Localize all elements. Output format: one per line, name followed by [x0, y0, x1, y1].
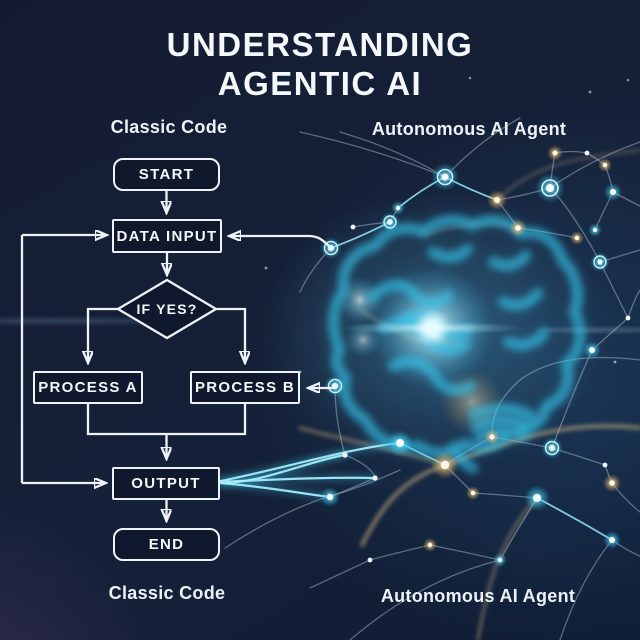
left-column-label-bottom: Classic Code [108, 583, 226, 603]
page-title: UNDERSTANDING AGENTIC AI [0, 25, 640, 103]
arrow-decision-to-process-a [88, 307, 118, 362]
flow-node-process-a: PROCESS A [33, 371, 143, 404]
flow-node-output: OUTPUT [112, 467, 220, 500]
flow-node-end: END [113, 528, 220, 561]
flow-node-end-label: END [148, 536, 185, 553]
decision-diamond [115, 278, 219, 340]
network-nodes [264, 76, 631, 567]
flow-node-start-label: START [138, 166, 195, 183]
right-column-label-top: Autonomous AI Agent [371, 119, 567, 139]
flow-node-data-input: DATA INPUT [112, 219, 222, 253]
right-column-label-bottom: Autonomous AI Agent [380, 586, 576, 606]
flow-node-process-b-label: PROCESS B [194, 379, 296, 396]
flow-node-decision-label: IF YES? [136, 301, 198, 317]
flow-node-start: START [113, 158, 220, 191]
arrow-decision-to-process-b [216, 307, 245, 362]
flow-node-process-b: PROCESS B [190, 371, 300, 404]
light-streaks [0, 318, 640, 332]
brain-illustration [334, 220, 581, 470]
flow-node-process-a-label: PROCESS A [38, 379, 138, 396]
merge-line-processes [86, 404, 247, 436]
title-line-1: UNDERSTANDING [166, 26, 474, 63]
left-column-label-top: Classic Code [110, 117, 228, 137]
flow-node-output-label: OUTPUT [131, 475, 201, 492]
arrow-network-to-data-input [230, 236, 332, 249]
flow-node-decision: IF YES? [117, 296, 217, 322]
title-line-2: AGENTIC AI [217, 65, 423, 102]
flow-node-data-input-label: DATA INPUT [116, 227, 218, 245]
